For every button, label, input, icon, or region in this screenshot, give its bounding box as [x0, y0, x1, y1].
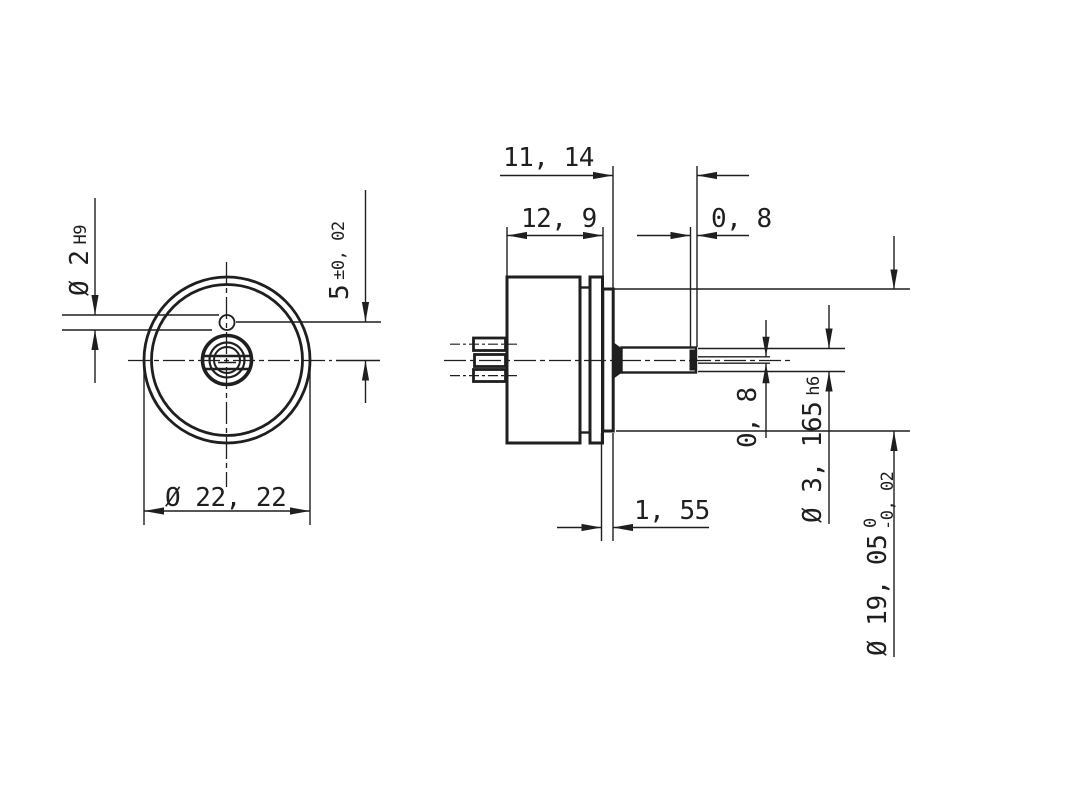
- shaft-boss-outer: [200, 333, 254, 387]
- pilot-hole: [218, 314, 236, 331]
- arrow-head: [762, 336, 770, 357]
- arrow-head: [91, 295, 99, 315]
- dimension-plate-diameter: Ø 19, 05 0 -0, 02: [614, 236, 910, 657]
- shaft-bushing-fill: [613, 342, 622, 379]
- dimension-outer-diameter: Ø 22, 22: [143, 367, 311, 525]
- dim-pilot-hole-diameter-label: Ø 2H9: [65, 225, 95, 296]
- dim-plate-diameter-tol-upper: 0: [861, 518, 881, 528]
- dimension-housing-depth: 12, 9: [506, 204, 604, 288]
- arrow-head: [890, 431, 898, 451]
- dimension-pilot-hole-diameter: Ø 2H9: [62, 198, 219, 383]
- arrow-head: [507, 231, 527, 240]
- arrow-head: [583, 231, 603, 240]
- arrow-head: [825, 328, 833, 349]
- dim-slot-depth-label: 0, 8: [711, 204, 772, 234]
- dim-plate-diameter-label: Ø 19, 05: [863, 535, 893, 656]
- dim-outer-diameter-label: Ø 22, 22: [165, 483, 286, 513]
- shaft-boss-inner: [213, 346, 241, 374]
- shaft-boss-middle: [208, 341, 246, 379]
- arrow-head: [361, 302, 370, 322]
- dim-slot-width-label: 0, 8: [733, 387, 763, 448]
- dimension-plate-thickness: 1, 55: [557, 433, 710, 541]
- arrow-head: [144, 507, 164, 515]
- front-view: [128, 262, 332, 487]
- dim-plate-thickness-label: 1, 55: [634, 496, 710, 526]
- arrow-head: [670, 231, 691, 240]
- arrow-head: [762, 363, 770, 384]
- side-view: [444, 275, 791, 445]
- arrow-head: [697, 171, 717, 180]
- arrow-head: [593, 171, 613, 180]
- dim-housing-depth-label: 12, 9: [521, 204, 597, 234]
- arrow-head: [890, 269, 898, 290]
- dimension-slot-depth: 0, 8: [637, 204, 772, 347]
- arrow-head: [290, 507, 310, 515]
- dimension-pilot-hole-offset: 5±0, 02: [236, 190, 381, 403]
- arrow-head: [581, 523, 602, 532]
- dimension-slot-width: 0, 8: [698, 320, 770, 448]
- dimension-shaft-diameter: Ø 3, 165h6: [698, 305, 845, 524]
- arrow-head: [361, 360, 370, 381]
- dimension-shaft-length: 11, 14: [500, 143, 749, 347]
- dim-shaft-diameter-label: Ø 3, 165h6: [798, 376, 828, 523]
- arrow-head: [697, 231, 717, 240]
- dim-plate-diameter-tol-lower: -0, 02: [878, 472, 898, 530]
- front-inner-circle: [150, 283, 304, 437]
- arrow-head: [613, 523, 633, 532]
- arrow-head: [91, 330, 99, 350]
- arrow-head: [825, 371, 833, 392]
- dim-pilot-hole-offset-label: 5±0, 02: [325, 221, 355, 300]
- dim-shaft-length-label: 11, 14: [503, 143, 594, 173]
